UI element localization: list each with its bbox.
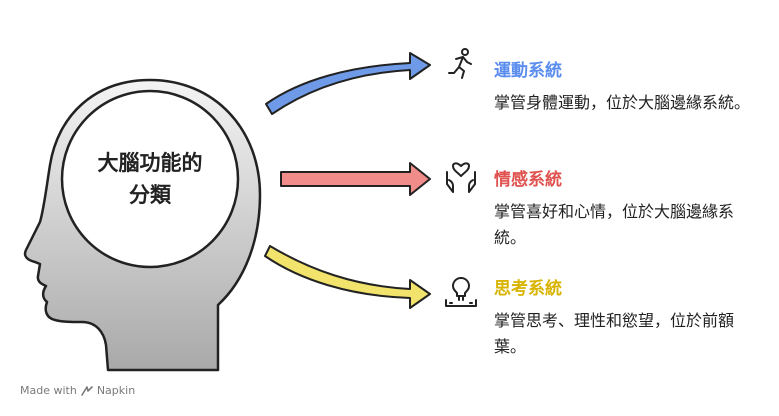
emotion-system-title: 情感系統 <box>494 170 562 190</box>
thinking-system-title: 思考系統 <box>494 279 562 299</box>
heart-hands-icon <box>446 162 476 193</box>
center-title: 大腦功能的 分類 <box>97 151 203 207</box>
motor-system-description: 掌管身體運動，位於大腦邊緣系統。 <box>494 93 751 112</box>
lightbulb-idea-icon <box>445 277 477 307</box>
arrow-emotion <box>280 162 431 196</box>
emotion-system-description: 掌管喜好和心情，位於大腦邊緣系統。 <box>494 202 735 247</box>
made-with-napkin-watermark[interactable]: Made with Napkin <box>20 384 135 397</box>
center-circle <box>60 89 240 269</box>
napkin-logo-icon <box>81 385 93 396</box>
thinking-system-description: 掌管思考、理性和慾望，位於前額葉。 <box>494 311 735 356</box>
arrow-motor <box>265 52 431 115</box>
watermark-brand: Napkin <box>96 384 136 397</box>
arrow-thinking <box>264 245 431 309</box>
watermark-text: Made with <box>20 384 77 397</box>
running-person-icon <box>448 48 472 79</box>
motor-system-title: 運動系統 <box>494 61 562 81</box>
